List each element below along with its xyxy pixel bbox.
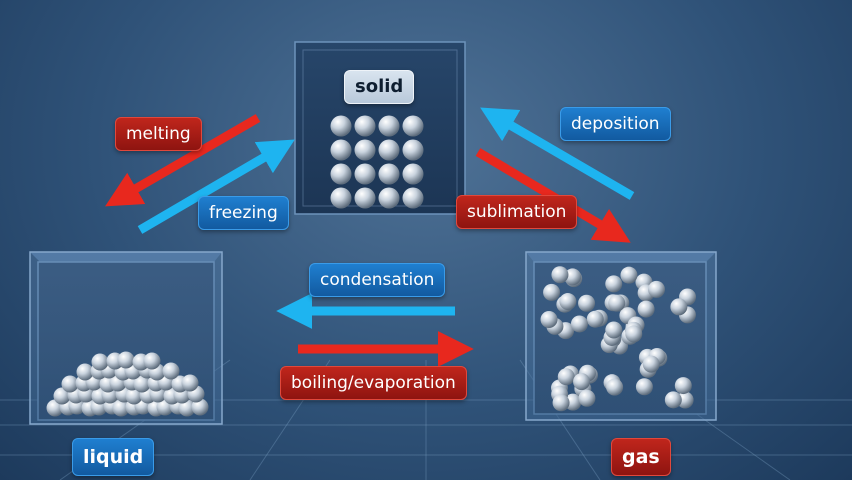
particle <box>557 368 575 386</box>
particle <box>91 353 109 371</box>
particle <box>330 115 352 137</box>
particle <box>620 266 638 284</box>
particle <box>354 187 376 209</box>
particle <box>125 387 143 405</box>
particle <box>402 115 424 137</box>
particle <box>61 375 79 393</box>
particle <box>664 391 682 409</box>
particle <box>552 394 570 412</box>
particle <box>543 283 561 301</box>
particle <box>674 377 692 395</box>
particle <box>578 389 596 407</box>
particle <box>402 139 424 161</box>
particle <box>606 378 624 396</box>
particle <box>162 362 180 380</box>
particle <box>540 310 558 328</box>
solid-label: solid <box>344 70 415 104</box>
particle <box>670 298 688 316</box>
particle <box>181 374 199 392</box>
freezing-arrow <box>137 139 295 234</box>
deposition-arrow <box>480 107 635 200</box>
freezing-label: freezing <box>198 196 289 230</box>
gas-particles <box>540 266 697 412</box>
solid-container <box>294 41 466 215</box>
particle <box>605 275 623 293</box>
particle <box>143 352 161 370</box>
particle <box>637 300 655 318</box>
particle <box>354 163 376 185</box>
liquid-container <box>29 251 223 425</box>
gas-container <box>525 251 717 421</box>
particle <box>625 325 643 343</box>
particle <box>76 363 94 381</box>
particle <box>559 293 577 311</box>
particle <box>117 351 135 369</box>
particle <box>642 355 660 373</box>
particle <box>573 373 591 391</box>
melting-label: melting <box>115 117 202 151</box>
particle <box>402 163 424 185</box>
liquid-particles <box>46 351 209 417</box>
particle <box>112 399 130 417</box>
particle <box>605 321 623 339</box>
particle <box>330 139 352 161</box>
particle <box>635 378 653 396</box>
particle <box>676 391 694 409</box>
particle <box>608 294 626 312</box>
boiling-evaporation-label: boiling/evaporation <box>280 366 467 400</box>
solid-particles <box>330 115 424 209</box>
particle <box>564 268 582 286</box>
particle <box>178 399 196 417</box>
particle <box>53 387 71 405</box>
particle <box>551 266 569 284</box>
sublimation-label: sublimation <box>456 195 578 229</box>
particle <box>586 310 604 328</box>
melting-arrow <box>105 114 261 207</box>
particle <box>647 280 665 298</box>
particle <box>354 115 376 137</box>
particle <box>191 398 209 416</box>
deposition-label: deposition <box>560 107 671 141</box>
particle <box>570 315 588 333</box>
gas-label: gas <box>611 438 671 476</box>
particle <box>378 163 400 185</box>
sublimation-arrow <box>475 148 631 243</box>
particle <box>354 139 376 161</box>
condensation-label: condensation <box>309 263 446 297</box>
particle <box>330 163 352 185</box>
particle <box>378 115 400 137</box>
particle <box>402 187 424 209</box>
liquid-label: liquid <box>72 438 155 476</box>
particle <box>378 139 400 161</box>
particle <box>133 375 151 393</box>
particle <box>330 187 352 209</box>
particle <box>578 294 596 312</box>
particle <box>378 187 400 209</box>
